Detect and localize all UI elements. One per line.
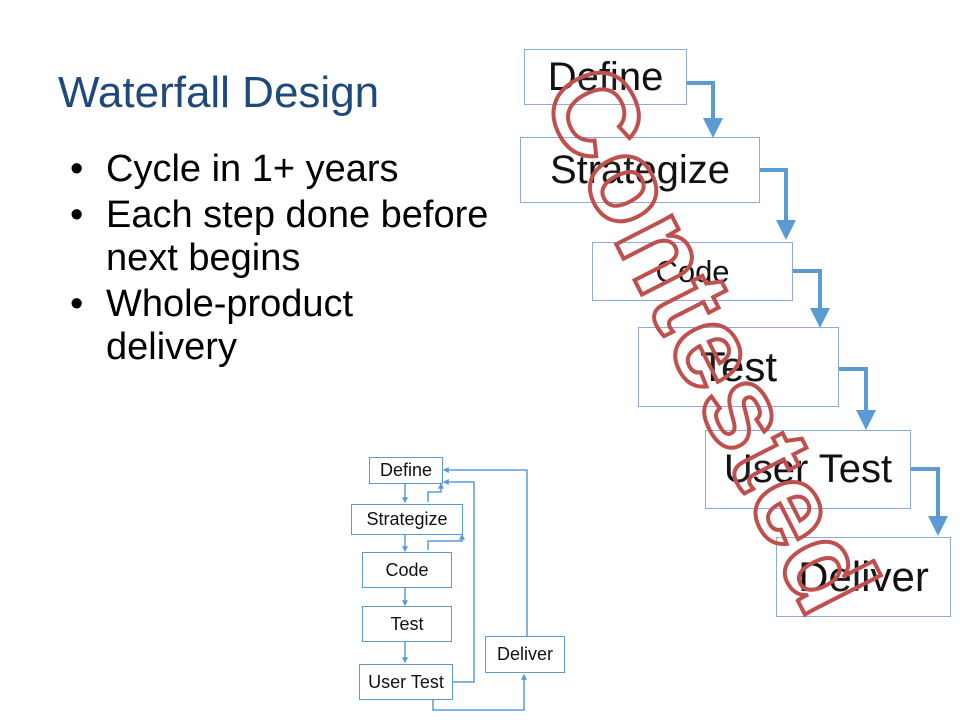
bullet-dot: • bbox=[70, 148, 84, 190]
stair-step-test: Test bbox=[638, 327, 839, 407]
mini-step-test: Test bbox=[362, 606, 452, 642]
mini-step-define: Define bbox=[369, 457, 443, 484]
bullet-text: Cycle in 1+ years bbox=[106, 148, 399, 190]
bullet-item: • Cycle in 1+ years bbox=[70, 148, 490, 191]
bullet-dot: • bbox=[70, 283, 84, 325]
slide-title: Waterfall Design bbox=[58, 68, 380, 117]
arrow-test-to-usertest bbox=[839, 367, 876, 430]
arrow-strategize-to-code bbox=[760, 168, 796, 240]
arrow-define-to-strategize bbox=[687, 81, 723, 138]
bullet-list: • Cycle in 1+ years • Each step done bef… bbox=[70, 148, 490, 372]
mini-step-code: Code bbox=[362, 552, 452, 588]
stair-step-strategize: Strategize bbox=[520, 137, 760, 203]
mini-step-strategize: Strategize bbox=[351, 504, 463, 535]
stair-step-deliver: Deliver bbox=[776, 537, 951, 617]
mini-step-user-test: User Test bbox=[359, 664, 453, 700]
stair-step-define: Define bbox=[524, 49, 687, 105]
arrow-code-to-test bbox=[793, 269, 830, 328]
bullet-item: • Each step done before next begins bbox=[70, 194, 490, 280]
stair-step-user-test: User Test bbox=[705, 430, 911, 509]
bullet-dot: • bbox=[70, 194, 84, 236]
bullet-item: • Whole-product delivery bbox=[70, 283, 490, 369]
mini-step-deliver: Deliver bbox=[485, 636, 565, 673]
bullet-text: Each step done before next begins bbox=[106, 194, 489, 279]
arrow-usertest-to-deliver bbox=[911, 467, 948, 536]
stair-step-code: Code bbox=[592, 242, 793, 301]
bullet-text: Whole-product delivery bbox=[106, 283, 354, 368]
